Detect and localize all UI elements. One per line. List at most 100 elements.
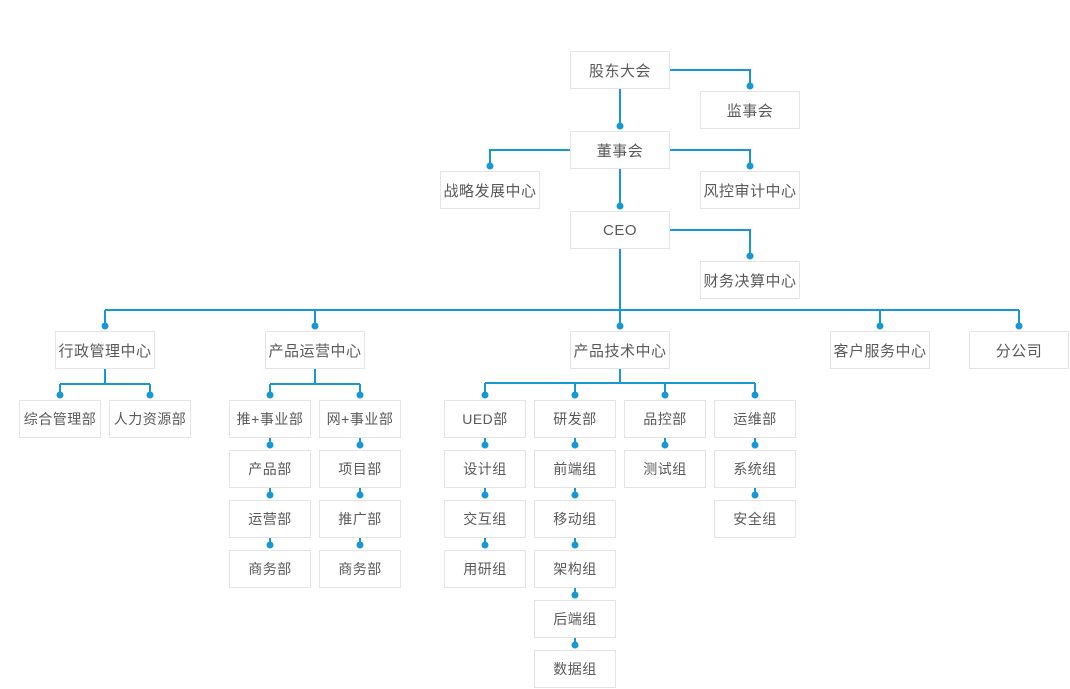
org-node-label: UED部 — [462, 411, 508, 427]
org-node-label: 移动组 — [553, 511, 597, 527]
org-node-label: 战略发展中心 — [443, 182, 537, 200]
connector-dot — [616, 202, 624, 210]
org-node-admin: 行政管理中心 — [55, 331, 155, 369]
org-node-label: 人力资源部 — [113, 411, 187, 427]
connector-dot — [101, 322, 109, 330]
org-node-promo: 推广部 — [319, 500, 401, 538]
org-node-interaction: 交互组 — [444, 500, 526, 538]
org-node-tuibu: 推+事业部 — [229, 400, 311, 438]
org-node-supervisory: 监事会 — [700, 91, 800, 129]
org-node-label: 分公司 — [995, 342, 1043, 360]
connector-line — [670, 149, 751, 166]
org-node-shareholders: 股东大会 — [570, 51, 670, 89]
org-node-hr: 人力资源部 — [109, 400, 191, 438]
org-node-label: 行政管理中心 — [58, 342, 152, 360]
org-node-opdept: 运营部 — [229, 500, 311, 538]
org-node-strategy: 战略发展中心 — [440, 171, 540, 209]
org-node-label: 产品部 — [248, 461, 292, 477]
org-node-label: 推广部 — [338, 511, 382, 527]
org-node-label: 股东大会 — [588, 62, 651, 80]
connector-dot — [661, 441, 669, 449]
connector-dot — [571, 391, 579, 399]
connector-dot — [481, 441, 489, 449]
org-node-label: 数据组 — [553, 661, 597, 677]
org-node-risk: 风控审计中心 — [700, 171, 800, 209]
connector-dot — [751, 491, 759, 499]
org-node-board: 董事会 — [570, 131, 670, 169]
connector-dot — [311, 322, 319, 330]
org-node-label: 前端组 — [553, 461, 597, 477]
org-node-product: 产品部 — [229, 450, 311, 488]
connector-dot — [571, 541, 579, 549]
connector-dot — [571, 441, 579, 449]
connector-dot — [266, 441, 274, 449]
org-node-label: 测试组 — [643, 461, 687, 477]
connector-dot — [481, 541, 489, 549]
org-node-label: 品控部 — [643, 411, 687, 427]
org-node-label: 安全组 — [733, 511, 777, 527]
connector-dot — [356, 391, 364, 399]
org-node-label: 运维部 — [733, 411, 777, 427]
org-node-wangbu: 网+事业部 — [319, 400, 401, 438]
org-node-label: 交互组 — [463, 511, 507, 527]
org-node-security: 安全组 — [714, 500, 796, 538]
connector-dot — [266, 541, 274, 549]
org-node-ued: UED部 — [444, 400, 526, 438]
connector-dot — [481, 491, 489, 499]
connector-dot — [746, 252, 754, 260]
org-node-label: 风控审计中心 — [703, 182, 797, 200]
org-node-backend: 后端组 — [534, 600, 616, 638]
org-node-arch: 架构组 — [534, 550, 616, 588]
org-node-research: 用研组 — [444, 550, 526, 588]
connector-dot — [661, 391, 669, 399]
org-node-label: 设计组 — [463, 461, 507, 477]
connector-dot — [876, 322, 884, 330]
connector-dot — [616, 122, 624, 130]
connector-dot — [571, 641, 579, 649]
org-node-label: 运营部 — [248, 511, 292, 527]
org-node-general: 综合管理部 — [19, 400, 101, 438]
org-node-branch: 分公司 — [969, 331, 1069, 369]
connector-dot — [356, 441, 364, 449]
org-node-rd: 研发部 — [534, 400, 616, 438]
connector-dot — [266, 491, 274, 499]
org-node-biz2: 商务部 — [319, 550, 401, 588]
org-node-label: 产品运营中心 — [268, 342, 362, 360]
org-node-data: 数据组 — [534, 650, 616, 688]
org-node-label: 项目部 — [338, 461, 382, 477]
org-node-system: 系统组 — [714, 450, 796, 488]
org-node-qc: 品控部 — [624, 400, 706, 438]
org-node-label: 后端组 — [553, 611, 597, 627]
org-node-project: 项目部 — [319, 450, 401, 488]
org-node-label: 客户服务中心 — [833, 342, 927, 360]
org-node-label: 商务部 — [248, 561, 292, 577]
org-node-label: 推+事业部 — [236, 411, 304, 427]
connector-dot — [746, 162, 754, 170]
connector-line — [670, 229, 751, 256]
org-node-mobile: 移动组 — [534, 500, 616, 538]
org-node-label: 商务部 — [338, 561, 382, 577]
org-node-label: CEO — [602, 221, 637, 239]
org-node-tech: 产品技术中心 — [570, 331, 670, 369]
org-node-operation: 产品运营中心 — [265, 331, 365, 369]
connector-dot — [746, 82, 754, 90]
org-node-label: 用研组 — [463, 561, 507, 577]
org-node-service: 客户服务中心 — [830, 331, 930, 369]
connector-dot — [356, 541, 364, 549]
org-node-label: 研发部 — [553, 411, 597, 427]
connector-dot — [571, 591, 579, 599]
org-node-label: 财务决算中心 — [703, 272, 797, 290]
org-node-test: 测试组 — [624, 450, 706, 488]
connector-dot — [56, 391, 64, 399]
org-node-label: 综合管理部 — [23, 411, 97, 427]
connector-dot — [571, 491, 579, 499]
connector-dot — [751, 441, 759, 449]
org-node-frontend: 前端组 — [534, 450, 616, 488]
org-node-label: 监事会 — [726, 102, 774, 120]
org-node-design: 设计组 — [444, 450, 526, 488]
connector-dot — [616, 322, 624, 330]
connector-dot — [751, 391, 759, 399]
